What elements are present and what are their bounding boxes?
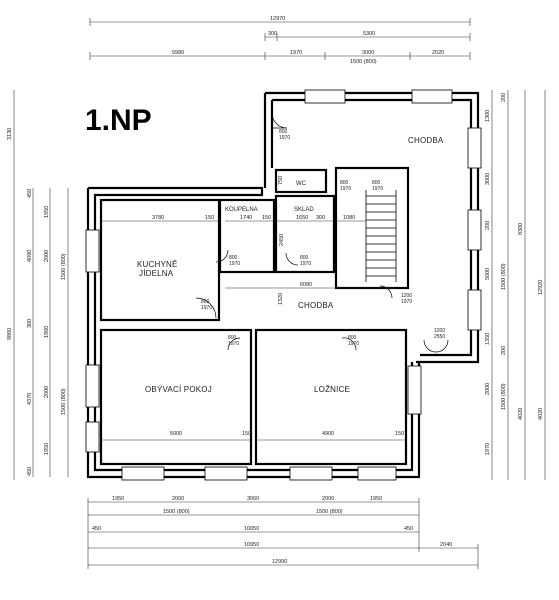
dim-right: 2000 xyxy=(485,383,491,395)
dim-left: 300 xyxy=(27,319,33,328)
dim-bottom-r4: 10950 xyxy=(244,542,259,548)
dim-top-f: 2020 xyxy=(432,50,444,56)
interior-dim: 5000 xyxy=(170,431,182,437)
interior-dim: 1650 xyxy=(296,215,308,221)
dim-right: 5000 xyxy=(485,268,491,280)
dim-top-g: 1500 (800) xyxy=(350,59,377,65)
dim-top-b: 300 xyxy=(268,31,277,37)
interior-dim: 1080 xyxy=(343,215,355,221)
dim-right: 4020 xyxy=(518,408,524,420)
bottom-dimensions xyxy=(87,498,479,569)
interior-dim: 150 xyxy=(395,431,404,437)
dim-right: 1300 xyxy=(485,110,491,122)
dim-right: 8300 xyxy=(518,223,524,235)
room-sklad: SKLAD xyxy=(294,207,314,213)
room-chodba-mid: CHODBA xyxy=(298,301,334,310)
dim-right: 3000 xyxy=(485,173,491,185)
dim-right: 4020 xyxy=(538,408,544,420)
room-chodba-top: CHODBA xyxy=(408,136,444,145)
floor-title: 1.NP xyxy=(85,104,152,137)
windows xyxy=(85,89,482,481)
dim-bottom-r3: 450 xyxy=(404,526,413,532)
dim-right: 200 xyxy=(501,346,507,355)
dim-right: 12920 xyxy=(538,280,544,295)
dim-left: 2000 xyxy=(44,386,50,398)
dim-left: 4370 xyxy=(27,393,33,405)
dim-bottom-r1: 2000 xyxy=(172,496,184,502)
room-wc: WC xyxy=(296,181,307,187)
room-loznice: LOŽNICE xyxy=(314,385,350,394)
dim-right: 1350 xyxy=(485,333,491,345)
dim-bottom-r5: 12990 xyxy=(272,559,287,565)
dim-bottom-r1: 1950 xyxy=(112,496,124,502)
dim-left: 1500 (800) xyxy=(61,388,67,415)
interior-dim: 4900 xyxy=(322,431,334,437)
top-dimensions xyxy=(89,18,471,60)
dim-bottom-r1: 1950 xyxy=(370,496,382,502)
dim-bottom-r1: 3060 xyxy=(247,496,259,502)
dim-bottom-r3: 450 xyxy=(92,526,101,532)
dim-left: 2000 xyxy=(44,250,50,262)
dim-left: 9860 xyxy=(7,328,13,340)
dim-top-a: 5300 xyxy=(363,31,375,37)
dim-left: 1960 xyxy=(44,326,50,338)
walls xyxy=(86,91,480,479)
dim-top-d: 1970 xyxy=(290,50,302,56)
interior-dim: 6080 xyxy=(300,282,312,288)
interior-dim: 2450 xyxy=(279,234,285,246)
room-obyvaci-pokoj: OBÝVACÍ POKOJ xyxy=(145,385,212,394)
interior-dim-lines xyxy=(101,220,406,441)
dim-bottom-r2: 1500 (800) xyxy=(163,509,190,515)
interior-dim: 1320 xyxy=(278,293,284,305)
dim-left: 1950 xyxy=(44,443,50,455)
dim-top-total: 12970 xyxy=(270,16,285,22)
interior-dim: 750 xyxy=(278,176,284,185)
dim-left: 450 xyxy=(27,189,33,198)
right-dimensions xyxy=(491,90,546,480)
staircase xyxy=(365,190,397,282)
interior-dim: 3780 xyxy=(152,215,164,221)
dim-right: 200 xyxy=(501,93,507,102)
interior-dim: 150 xyxy=(242,431,251,437)
dim-right: 1500 (800) xyxy=(501,383,507,410)
interior-dim: 1740 xyxy=(240,215,252,221)
left-dimensions xyxy=(13,90,69,480)
dim-left: 450 xyxy=(27,467,33,476)
dim-top-c: 5980 xyxy=(172,50,184,56)
dim-bottom-r1: 2000 xyxy=(322,496,334,502)
dim-bottom-r2: 1500 (800) xyxy=(316,509,343,515)
dim-left: 4090 xyxy=(27,250,33,262)
dim-top-e: 3000 xyxy=(362,50,374,56)
dim-bottom-r3: 10050 xyxy=(244,526,259,532)
room-kuchyne: KUCHYNĚ xyxy=(137,260,178,269)
dim-left: 1950 xyxy=(44,206,50,218)
dim-right: 1970 xyxy=(485,443,491,455)
dim-left: 1500 (800) xyxy=(61,253,67,280)
dim-right: 1500 (800) xyxy=(501,263,507,290)
room-koupelna: KOUPELNA xyxy=(225,207,258,213)
interior-dim: 150 xyxy=(262,215,271,221)
door-swings xyxy=(195,112,449,353)
interior-dim: 300 xyxy=(316,215,325,221)
dim-left: 3130 xyxy=(7,128,13,140)
dim-right: 200 xyxy=(485,221,491,230)
interior-dim: 150 xyxy=(205,215,214,221)
dim-bottom-r4: 2040 xyxy=(440,542,452,548)
room-jidelna: JÍDELNA xyxy=(139,269,174,278)
